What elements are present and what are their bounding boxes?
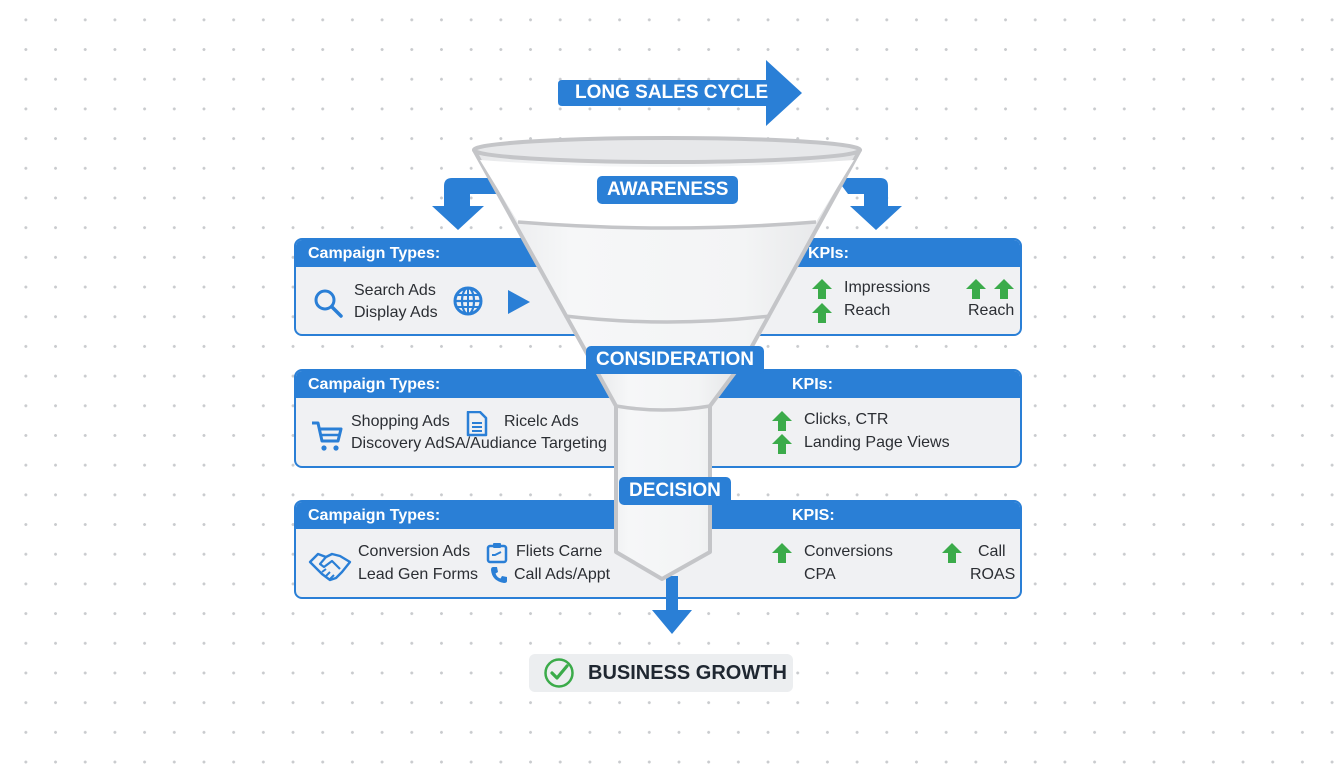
phone-icon: [490, 566, 508, 584]
document-icon: [466, 411, 488, 437]
kpi-item-reach: Reach: [844, 302, 891, 319]
kpi-item-landing-page-views: Landing Page Views: [804, 434, 950, 451]
up-arrow-icon: [812, 303, 832, 323]
campaign-item-fliets-carne: Fliets Carne: [516, 543, 603, 560]
up-arrow-icon: [994, 279, 1014, 299]
check-circle-icon: [543, 657, 575, 689]
kpis-heading: KPIS:: [792, 507, 835, 524]
left-elbow-arrow-icon: [426, 176, 506, 230]
search-icon: [312, 287, 344, 319]
globe-icon: [452, 285, 484, 317]
kpi-item-conversions: Conversions: [804, 543, 893, 560]
kpi-item-impressions: Impressions: [844, 279, 931, 296]
clipboard-icon: [486, 542, 508, 564]
campaign-types-heading: Campaign Types:: [308, 507, 441, 524]
cart-icon: [310, 419, 344, 453]
up-arrow-icon: [942, 543, 962, 563]
campaign-item-search-ads: Search Ads: [354, 282, 436, 299]
up-arrow-icon: [772, 434, 792, 454]
up-arrow-icon: [772, 543, 792, 563]
campaign-item-display-ads: Display Ads: [354, 304, 438, 321]
business-growth-badge: BUSINESS GROWTH: [529, 654, 793, 692]
kpis-heading: KPIs:: [792, 376, 833, 393]
campaign-item-conversion-ads: Conversion Ads: [358, 543, 471, 560]
play-icon: [508, 290, 530, 314]
up-arrow-icon: [966, 279, 986, 299]
kpi-item-reach-extra: Reach: [968, 302, 1015, 319]
stage-label-decision: DECISION: [619, 477, 731, 505]
up-arrow-icon: [812, 279, 832, 299]
arrow-right-icon: [558, 60, 802, 126]
kpi-item-call: Call: [978, 543, 1006, 560]
down-arrow-icon: [650, 576, 694, 636]
up-arrow-icon: [772, 411, 792, 431]
campaign-item-shopping-ads: Shopping Ads: [351, 413, 450, 430]
campaign-item-ricelc-ads: Ricelc Ads: [504, 413, 579, 430]
kpi-item-roas: ROAS: [970, 566, 1016, 583]
handshake-icon: [308, 548, 352, 582]
right-elbow-arrow-icon: [836, 176, 906, 230]
campaign-item-lead-gen-forms: Lead Gen Forms: [358, 566, 479, 583]
campaign-types-heading: Campaign Types:: [308, 376, 441, 393]
business-growth-label: BUSINESS GROWTH: [588, 662, 787, 684]
campaign-types-heading: Campaign Types:: [308, 245, 441, 262]
kpi-item-cpa: CPA: [804, 566, 836, 583]
kpi-item-clicks-ctr: Clicks, CTR: [804, 411, 889, 428]
long-sales-cycle-label: LONG SALES CYCLE: [575, 82, 769, 103]
campaign-item-call-ads-appt: Call Ads/Appt: [514, 566, 611, 583]
stage-label-awareness: AWARENESS: [597, 176, 739, 204]
funnel: [470, 134, 865, 589]
kpis-heading: KPIs:: [808, 245, 849, 262]
campaign-item-discovery-ads: Discovery AdSA/Audiance Targeting: [351, 435, 607, 452]
long-sales-cycle-arrow: LONG SALES CYCLE: [558, 60, 802, 126]
funnel-shape: [472, 136, 862, 581]
stage-label-consideration: CONSIDERATION: [586, 346, 764, 374]
